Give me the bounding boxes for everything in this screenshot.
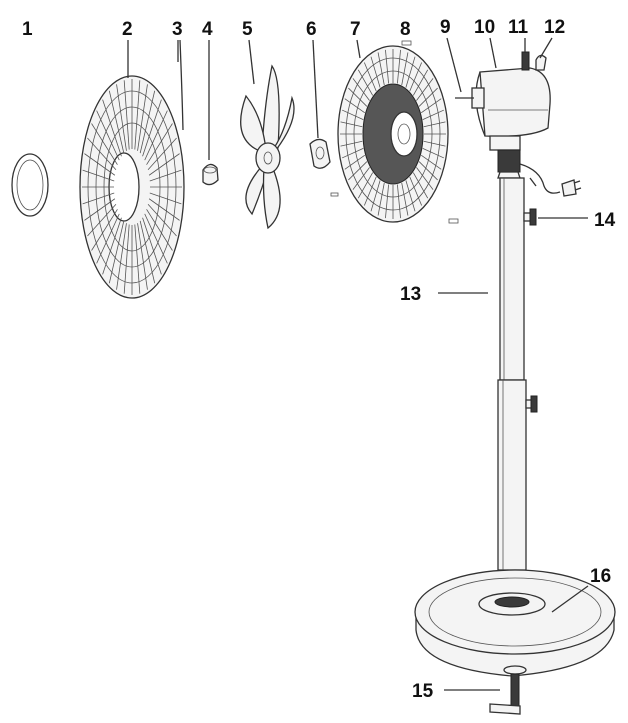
part-lower-pole <box>497 379 538 571</box>
callout-1: 1 <box>22 19 33 40</box>
part-hub-nut <box>309 138 331 169</box>
callout-2: 2 <box>122 19 133 40</box>
callout-12: 12 <box>544 17 565 38</box>
callout-14: 14 <box>594 210 616 231</box>
callout-7: 7 <box>350 19 361 40</box>
callout-10: 10 <box>474 17 495 38</box>
callout-3: 3 <box>172 19 183 40</box>
part-base <box>414 569 616 677</box>
callout-15: 15 <box>412 681 434 702</box>
part-fan-blade <box>240 64 295 230</box>
part-spinner-cap <box>202 163 219 186</box>
part-front-grille <box>79 75 185 299</box>
callout-8: 8 <box>400 19 411 40</box>
part-grille-clip <box>179 39 184 131</box>
part-upper-pole <box>499 177 525 381</box>
callout-5: 5 <box>242 19 253 40</box>
callout-16: 16 <box>590 566 611 587</box>
part-height-knob <box>523 208 537 226</box>
part-rear-grille <box>330 40 459 224</box>
callout-11: 11 <box>508 17 529 38</box>
callout-9: 9 <box>440 17 451 38</box>
part-motor-housing <box>455 51 551 179</box>
part-power-cord <box>519 163 582 197</box>
leader-lines <box>127 37 589 691</box>
callout-13: 13 <box>400 284 421 305</box>
callout-labels: 1 2 3 4 5 6 7 8 9 10 11 12 13 14 15 16 <box>22 17 616 702</box>
callout-4: 4 <box>202 19 213 40</box>
part-front-ring <box>11 153 49 217</box>
callout-6: 6 <box>306 19 317 40</box>
part-base-screw <box>489 665 527 715</box>
